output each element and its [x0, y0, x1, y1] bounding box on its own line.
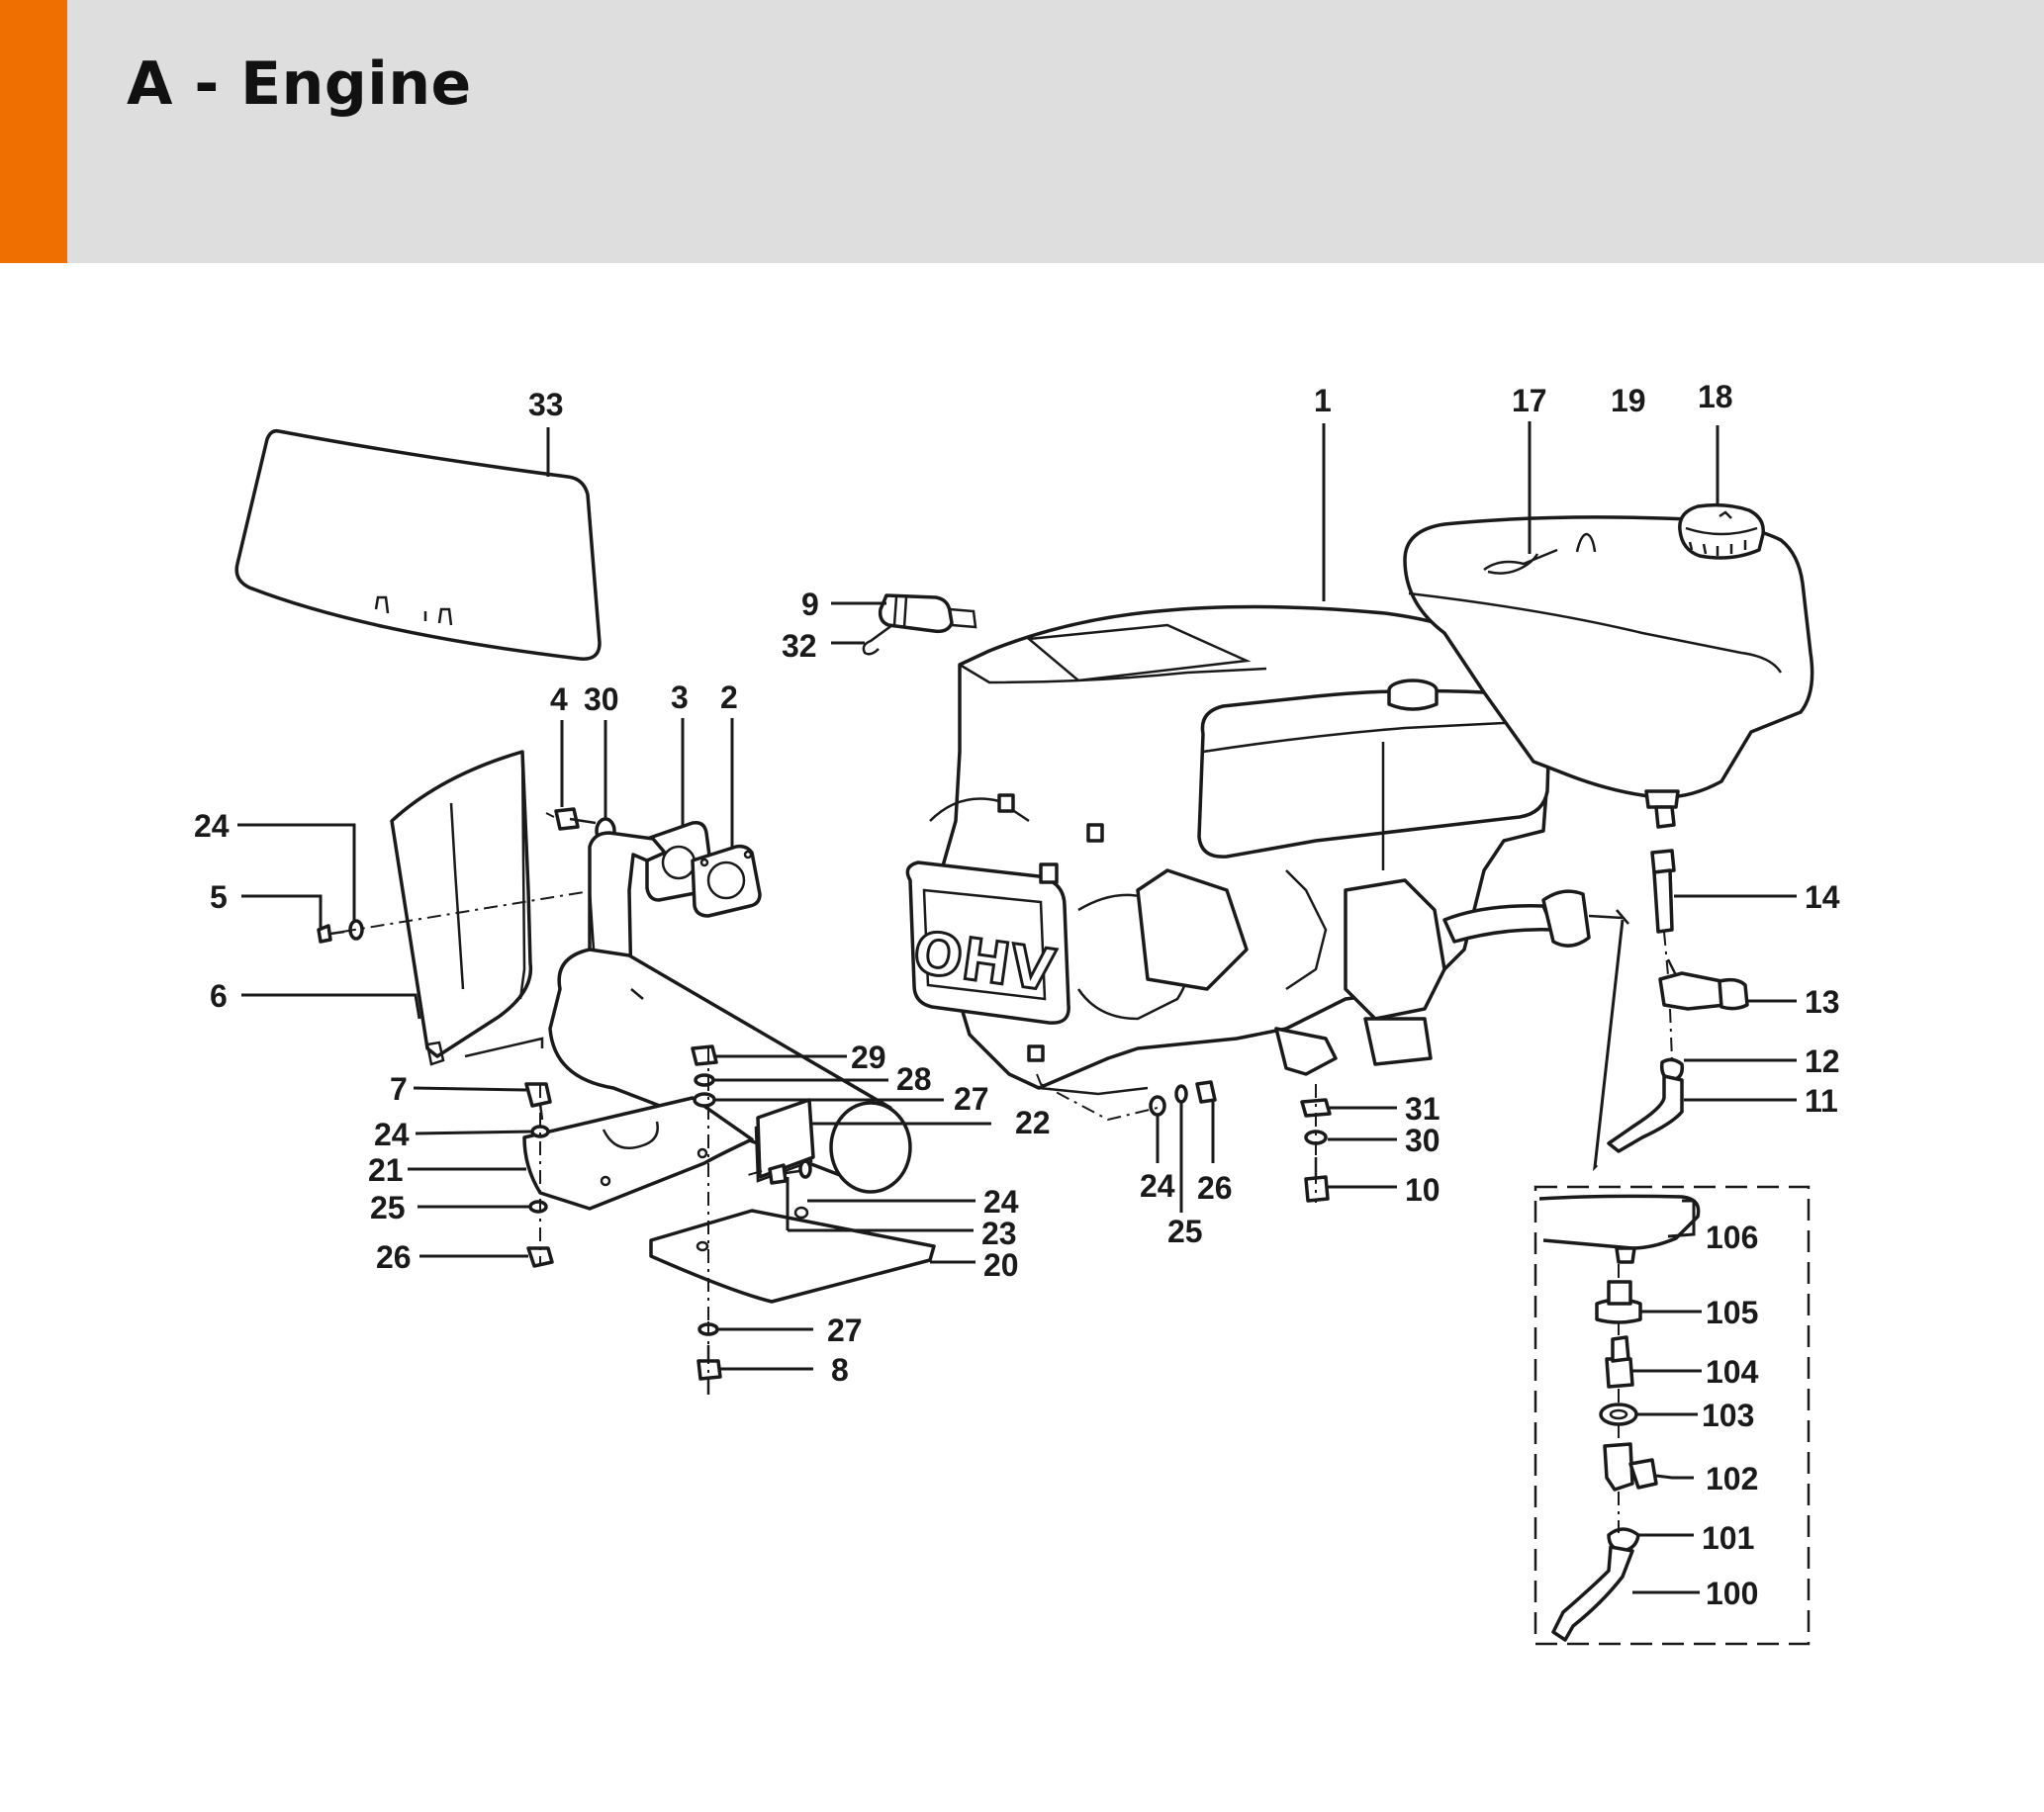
callout-25-stack: 25: [370, 1190, 406, 1225]
callout-30-engine: 30: [1405, 1123, 1440, 1158]
part-105-bushing: [1595, 1280, 1642, 1324]
callout-26-engine: 26: [1197, 1170, 1233, 1206]
callout-12: 12: [1805, 1043, 1840, 1079]
part-23-bolt: [768, 1163, 800, 1185]
callout-101: 101: [1702, 1520, 1754, 1556]
callout-2: 2: [720, 680, 738, 715]
callout-27-top: 27: [954, 1081, 989, 1117]
callout-30-top: 30: [584, 681, 619, 717]
callout-24-left: 24: [194, 808, 230, 844]
part-20-plate: [649, 1098, 936, 1304]
callout-18: 18: [1698, 379, 1733, 414]
part-24-washer-mid: [798, 1159, 812, 1179]
callout-24-engine: 24: [1140, 1168, 1175, 1204]
callout-20: 20: [983, 1247, 1019, 1283]
callout-11: 11: [1805, 1083, 1838, 1119]
callout-6: 6: [210, 978, 228, 1014]
part-25-washer-stack: [528, 1200, 548, 1214]
part-4-bolt: [554, 807, 597, 831]
callout-27-bottom: 27: [827, 1313, 863, 1348]
part-29-nut: [691, 1044, 718, 1066]
callout-1: 1: [1314, 383, 1332, 418]
callout-8: 8: [831, 1352, 849, 1388]
callout-23: 23: [981, 1216, 1017, 1251]
callout-17: 17: [1512, 383, 1547, 418]
part-27-washer-top: [693, 1092, 716, 1108]
header-bar: [0, 0, 2044, 263]
callout-9: 9: [801, 587, 819, 622]
callout-21: 21: [368, 1152, 404, 1188]
callout-3: 3: [671, 680, 689, 715]
callout-10: 10: [1405, 1172, 1440, 1208]
callout-26-stack: 26: [376, 1239, 412, 1275]
part-11-hose: [1607, 1074, 1684, 1153]
part-31-nut: [1300, 1098, 1332, 1118]
part-103-washer: [1599, 1403, 1638, 1426]
callout-labels: 33 1 17 19 18 9 32 4 30 3 2 24 5 6 7 24 …: [194, 379, 1840, 1611]
callout-14: 14: [1805, 879, 1840, 915]
part-26-nut-engine: [1195, 1080, 1217, 1104]
part-5-screw: [317, 924, 345, 944]
part-18-fuel-cap: [1678, 502, 1765, 560]
callout-5: 5: [210, 879, 228, 915]
detail-box: [1533, 1185, 1811, 1646]
callout-31: 31: [1405, 1091, 1440, 1127]
part-100-hose: [1551, 1545, 1634, 1642]
callout-22: 22: [1015, 1105, 1051, 1140]
callout-103: 103: [1702, 1398, 1754, 1433]
part-102-tap: [1603, 1442, 1658, 1492]
callout-19: 19: [1611, 383, 1646, 418]
callout-102: 102: [1706, 1461, 1758, 1496]
callout-7: 7: [390, 1071, 408, 1107]
callout-29: 29: [851, 1040, 886, 1075]
part-104-fitting: [1605, 1335, 1634, 1389]
part-24-washer-engine: [1149, 1095, 1166, 1117]
leader-lines: [237, 421, 1797, 1594]
callout-100: 100: [1706, 1576, 1758, 1611]
callout-24-mid: 24: [983, 1184, 1019, 1220]
callout-4: 4: [550, 681, 568, 717]
callout-24-stack: 24: [374, 1117, 410, 1152]
part-14-fuel-line: [1650, 805, 1676, 934]
part-25-washer-engine: [1174, 1084, 1188, 1104]
callout-33: 33: [528, 387, 564, 422]
callout-32: 32: [782, 628, 817, 664]
part-33-panel: [234, 428, 602, 661]
part-6-heat-shield: [390, 750, 544, 1066]
callout-104: 104: [1706, 1354, 1759, 1390]
part-19-fuel-tank: [1403, 515, 1814, 809]
part-13-valve: [1658, 958, 1749, 1011]
part-28-washer: [694, 1073, 715, 1087]
part-21-bracket: [522, 1096, 754, 1211]
part-7-bolt: [524, 1082, 552, 1121]
page-title: A - Engine: [127, 49, 472, 119]
part-17-clip: [1483, 532, 1597, 575]
callout-25-engine: 25: [1167, 1214, 1203, 1249]
assembly-lines: [341, 812, 1673, 1533]
callout-13: 13: [1805, 984, 1840, 1020]
callout-28: 28: [896, 1061, 932, 1097]
part-9-sensor: [862, 593, 977, 656]
part-2-flange: [691, 844, 762, 918]
accent-bar: [0, 0, 67, 263]
callout-105: 105: [1706, 1295, 1758, 1330]
callout-106: 106: [1706, 1220, 1758, 1255]
